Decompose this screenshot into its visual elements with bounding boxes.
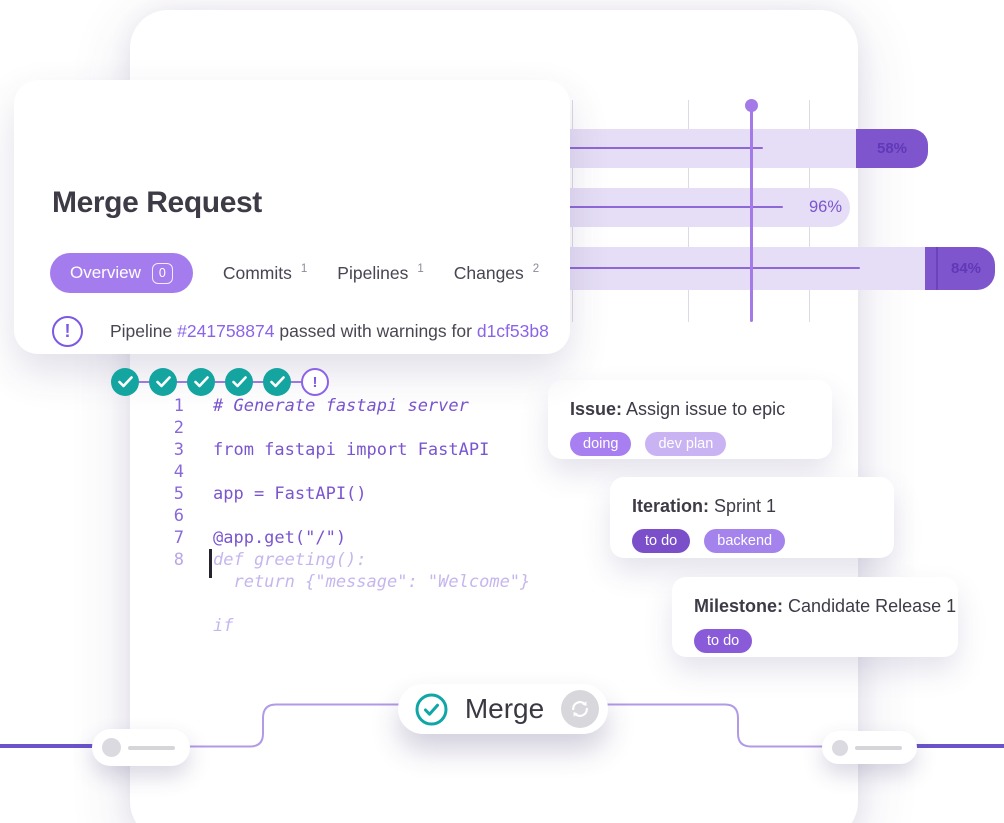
tab-pipelines[interactable]: Pipelines 1 [337,263,423,284]
pipeline-status-text: Pipeline #241758874 passed with warnings… [110,321,549,342]
merge-button-label: Merge [464,693,545,724]
gantt-bar-cap: 58% [856,129,928,168]
code-line: 1 # Generate fastapi server [172,395,530,417]
line-number: 5 [173,484,184,504]
merge-button[interactable]: Merge [398,684,608,734]
iteration-card[interactable]: Iteration: Sprint 1 to do backend [610,477,894,558]
code-line: 3 from fastapi import FastAPI [172,439,530,461]
milestone-title: Milestone: Candidate Release 1 [694,596,956,617]
check-circle-icon [415,693,448,725]
tag-to-do[interactable]: to do [632,529,691,553]
tab-commits[interactable]: Commits 1 [223,263,307,284]
code-text: if [213,616,234,636]
commit-sha-link[interactable]: d1cf53b8 [476,321,549,341]
iteration-title: Iteration: Sprint 1 [632,496,872,517]
status-prefix: Pipeline [110,321,173,341]
tab-commits-count: 1 [300,263,308,275]
code-line [172,593,530,615]
milestone-label: Milestone: [694,596,784,616]
line-number: 7 [173,528,184,548]
line-number: 8 [173,550,184,570]
code-line: 7 @app.get("/") [172,527,530,549]
tab-pipelines-count: 1 [417,263,424,275]
code-line: 6 [172,505,530,527]
tag-dev-plan[interactable]: dev plan [645,432,727,456]
tab-overview[interactable]: Overview 0 [50,253,193,293]
code-line-suggestion: return {"message": "Welcome"} [172,571,530,593]
node-placeholder-bar [128,745,175,750]
issue-title: Issue: Assign issue to epic [570,399,810,420]
merge-request-title: Merge Request [52,186,262,219]
line-number [172,593,184,615]
line-number: 2 [173,418,184,438]
code-text: app = FastAPI() [213,484,367,504]
node-dot [102,738,121,757]
tab-changes-count: 2 [532,263,540,275]
issue-label: Issue: [570,399,623,419]
line-number [172,571,184,593]
tag-doing[interactable]: doing [570,432,632,456]
branch-line-left [0,744,97,748]
code-line: 5 app = FastAPI() [172,483,530,505]
tab-changes[interactable]: Changes 2 [454,263,539,284]
code-text: @app.get("/") [213,528,347,548]
tab-pipelines-label: Pipelines [337,262,409,283]
line-number [172,615,184,637]
text-cursor [209,549,212,578]
code-text: def greeting(): [213,550,367,570]
tab-overview-label: Overview [70,263,141,282]
step-check-icon [111,368,139,396]
tag-to-do[interactable]: to do [694,629,753,653]
branch-node-right [822,731,917,764]
milestone-card[interactable]: Milestone: Candidate Release 1 to do [672,577,958,657]
issue-card[interactable]: Issue: Assign issue to epic doing dev pl… [548,380,832,459]
warning-circle-icon: ! [52,316,83,347]
line-number: 1 [173,396,184,416]
pipeline-steps-connector [124,381,310,383]
iteration-tags: to do backend [632,529,872,553]
code-editor[interactable]: 1 # Generate fastapi server 2 3 from fas… [172,395,531,637]
code-text: from fastapi import FastAPI [213,440,490,460]
step-check-icon [263,368,291,396]
code-line: 4 [172,461,530,483]
step-check-icon [187,368,215,396]
tag-backend[interactable]: backend [704,529,786,553]
code-text: return {"message": "Welcome"} [213,572,531,592]
node-dot [832,739,848,756]
gantt-bar-cap-divider [936,247,938,290]
node-placeholder-bar [855,745,902,750]
tab-commits-label: Commits [222,262,292,283]
pipeline-status-row: ! Pipeline #241758874 passed with warnin… [52,316,549,347]
branch-line-right [913,744,1004,748]
status-middle: passed with warnings for [279,321,472,341]
line-number: 3 [173,440,184,460]
line-number: 6 [173,506,184,526]
gantt-bar-cap: 84% [925,247,995,290]
step-check-icon [225,368,253,396]
tab-overview-badge: 0 [151,262,173,284]
code-line-suggestion: if [172,615,530,637]
issue-tags: doing dev plan [570,432,810,456]
issue-text: Assign issue to epic [626,399,786,419]
step-warning-icon: ! [301,368,329,396]
iteration-text: Sprint 1 [714,496,777,516]
merge-request-card: Merge Request Overview 0 Commits 1 Pipel… [14,80,570,396]
merge-request-tabs: Overview 0 Commits 1 Pipelines 1 Changes… [50,253,539,293]
code-line-suggestion: 8 def greeting(): [172,549,530,571]
tab-changes-label: Changes [453,262,524,283]
iteration-label: Iteration: [632,496,710,516]
step-check-icon [149,368,177,396]
pipeline-id-link[interactable]: #241758874 [177,321,275,341]
sync-icon[interactable] [561,690,599,728]
pipeline-steps: ! [111,368,329,396]
line-number: 4 [173,462,184,482]
code-line: 2 [172,417,530,439]
code-text: # Generate fastapi server [213,396,469,416]
milestone-text: Candidate Release 1 [788,596,957,616]
milestone-tags: to do [694,629,936,653]
branch-node-left [92,729,190,766]
